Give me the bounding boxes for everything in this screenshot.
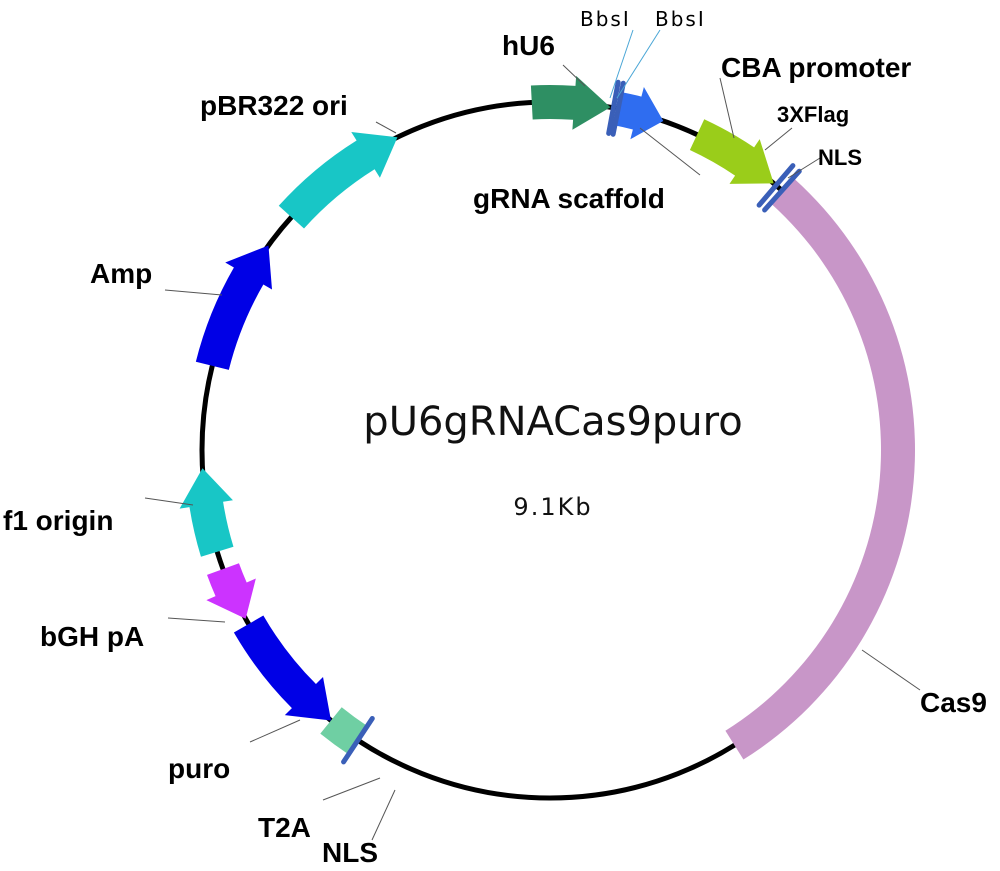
feature-amp	[195, 245, 273, 370]
feature-puro	[233, 615, 331, 721]
label-t2a: T2A	[258, 812, 311, 843]
tick-nls1	[762, 168, 802, 213]
label-grna-scaffold: gRNA scaffold	[473, 183, 665, 214]
label-puro: puro	[168, 753, 230, 784]
tick-bbs1b	[610, 80, 626, 137]
plasmid-name: pU6gRNACas9puro	[363, 399, 742, 445]
label-nls-top: NLS	[818, 145, 862, 170]
feature-cba	[689, 119, 774, 184]
label-nls-bottom: NLS	[322, 837, 378, 868]
feature-arcs	[179, 75, 915, 760]
tick-flag	[756, 163, 796, 208]
plasmid-size: 9.1Kb	[513, 493, 592, 521]
label-amp: Amp	[90, 258, 152, 289]
label-bbsi-2: BbsI	[655, 7, 706, 31]
label-f1-origin: f1 origin	[3, 505, 113, 536]
feature-pbr	[278, 131, 398, 229]
tick-nls2	[341, 716, 375, 765]
label-cas9: Cas9	[920, 687, 987, 718]
label-bgh-pa: bGH pA	[40, 621, 144, 652]
label-3xflag: 3XFlag	[777, 102, 849, 127]
marker-ticks	[341, 79, 802, 765]
label-pbr322-ori: pBR322 ori	[200, 90, 348, 121]
label-bbsi-1: BbsI	[580, 7, 631, 31]
feature-bgh	[206, 563, 256, 619]
feature-grna	[615, 86, 664, 140]
label-hu6: hU6	[502, 30, 555, 61]
feature-hu6	[530, 75, 611, 130]
feature-cas9	[725, 178, 915, 760]
label-cba-promoter: CBA promoter	[721, 52, 911, 83]
feature-f1	[179, 468, 234, 557]
tick-bbs1a	[606, 79, 621, 136]
